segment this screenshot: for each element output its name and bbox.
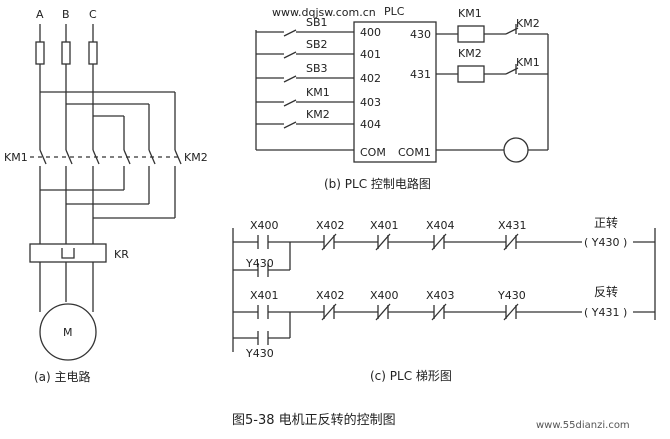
thermal-relay — [29, 243, 107, 263]
km1-input-label: KM1 — [306, 86, 330, 99]
km2-contact-label: KM2 — [184, 151, 208, 164]
watermark-bottom: www.55dianzi.com — [536, 420, 630, 431]
plc-circuit-caption: (b) PLC 控制电路图 — [324, 176, 431, 191]
rung1-start-label: X400 — [250, 219, 279, 232]
watermark-top: www.dqjsw.com.cn — [272, 6, 376, 19]
com-terminal: COM — [360, 146, 386, 159]
svg-text:X431: X431 — [498, 219, 527, 232]
terminal-402: 402 — [360, 72, 381, 85]
sb2-label: SB2 — [306, 38, 328, 51]
km2-coil — [457, 65, 485, 83]
input-km1: KM1 403 — [256, 86, 381, 109]
figure-caption: 图5-38 电机正反转的控制图 — [232, 412, 396, 428]
fuse-b — [61, 41, 71, 65]
rung2-contact-4: Y430 — [497, 289, 526, 321]
km2-main-contacts — [123, 149, 182, 165]
rung2-contact-2: X400 — [370, 289, 399, 321]
km2-interlock-label: KM2 — [516, 17, 540, 30]
input-sb2: SB2 401 — [256, 38, 381, 61]
rung1-holding-label: Y430 — [245, 257, 274, 270]
svg-text:X400: X400 — [370, 289, 399, 302]
rung2-output-coil: ( Y431 ) — [584, 306, 627, 319]
power-source — [503, 137, 529, 163]
rung1-output-coil: ( Y430 ) — [584, 236, 627, 249]
motor-label: M — [63, 326, 73, 339]
plc-label: PLC — [384, 5, 405, 18]
plc-control-circuit: PLC SB1 400 SB2 401 SB3 402 — [255, 5, 549, 191]
phase-label-c: C — [89, 8, 97, 21]
svg-text:X402: X402 — [316, 219, 345, 232]
input-km2: KM2 404 — [256, 108, 381, 131]
input-sb1: SB1 400 — [256, 16, 381, 39]
terminal-403: 403 — [360, 96, 381, 109]
rung2-contact-1: X402 — [316, 289, 345, 321]
phase-label-a: A — [36, 8, 44, 21]
terminal-404: 404 — [360, 118, 381, 131]
rung1-contact-4: X431 — [498, 219, 527, 251]
terminal-401: 401 — [360, 48, 381, 61]
fuse-c — [88, 41, 98, 65]
plc-module — [353, 21, 437, 163]
rung1-contact-2: X401 — [370, 219, 399, 251]
relay-label: KR — [114, 248, 129, 261]
ladder-rung: X401 Y430 X402 X400 X403 — [233, 284, 655, 360]
phase-label-b: B — [62, 8, 70, 21]
rung2-contact-3: X403 — [426, 289, 455, 321]
rung1-contact-3: X404 — [426, 219, 455, 251]
km1-coil-label: KM1 — [458, 7, 482, 20]
km2-input-label: KM2 — [306, 108, 330, 121]
motor — [39, 303, 97, 361]
ladder-rung: X400 Y430 X402 X401 X404 — [233, 215, 655, 277]
km2-coil-label: KM2 — [458, 47, 482, 60]
km1-coil — [457, 25, 485, 43]
km1-contact-label: KM1 — [4, 151, 28, 164]
sb1-label: SB1 — [306, 16, 328, 29]
terminal-400: 400 — [360, 26, 381, 39]
svg-text:X402: X402 — [316, 289, 345, 302]
terminal-430: 430 — [410, 28, 431, 41]
sb3-label: SB3 — [306, 62, 328, 75]
terminal-431: 431 — [410, 68, 431, 81]
km1-interlock-label: KM1 — [516, 56, 540, 69]
rung2-holding-label: Y430 — [245, 347, 274, 360]
svg-text:X401: X401 — [370, 219, 399, 232]
rung1-contact-1: X402 — [316, 219, 345, 251]
main-circuit: A B C KM1 KM2 — [4, 8, 208, 384]
km1-main-contacts — [39, 149, 100, 165]
main-circuit-caption: (a) 主电路 — [34, 369, 91, 384]
svg-text:Y430: Y430 — [497, 289, 526, 302]
rung1-output-name: 正转 — [594, 215, 618, 230]
ladder-caption: (c) PLC 梯形图 — [370, 369, 452, 383]
svg-text:X404: X404 — [426, 219, 455, 232]
com1-terminal: COM1 — [398, 146, 431, 159]
rung2-start-label: X401 — [250, 289, 279, 302]
ladder-diagram: X400 Y430 X402 X401 X404 — [232, 215, 656, 383]
rung2-output-name: 反转 — [594, 284, 618, 299]
svg-text:X403: X403 — [426, 289, 455, 302]
fuse-a — [35, 41, 45, 65]
input-sb3: SB3 402 — [256, 62, 381, 85]
